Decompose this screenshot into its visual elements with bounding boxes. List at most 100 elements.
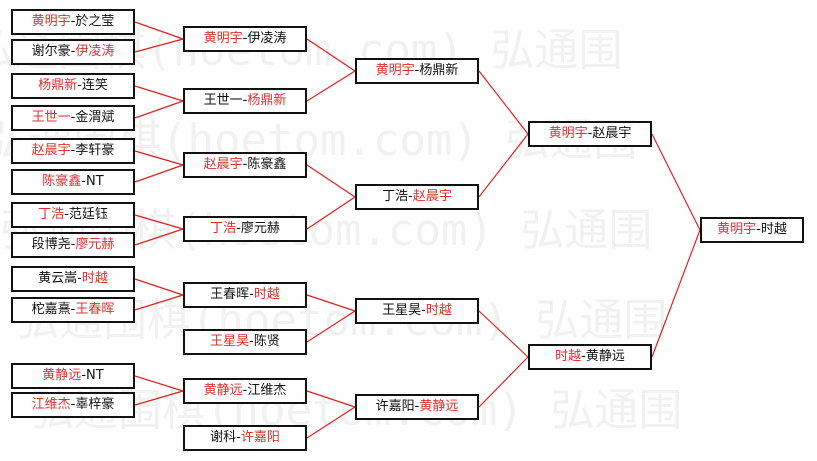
match-box: 黄静远-江维杰 (183, 378, 307, 404)
match-box: 黄明宇-时越 (700, 217, 804, 243)
separator: - (408, 189, 413, 204)
separator: - (77, 271, 82, 286)
player-name: 黄明宇 (548, 126, 588, 141)
player-name: 时越 (760, 222, 787, 237)
separator: - (236, 221, 241, 236)
player-name: 黄明宇 (375, 63, 415, 78)
separator: - (242, 31, 248, 46)
bracket-connector (134, 150, 184, 166)
player-name: 黄明宇 (203, 31, 243, 46)
separator: - (581, 349, 586, 364)
player-name: 杨鼎新 (38, 78, 78, 93)
player-name: 王世一 (203, 93, 243, 108)
player-name: 江维杰 (31, 397, 71, 412)
player-name: 金渭斌 (75, 110, 115, 125)
bracket-connector (651, 133, 701, 231)
bracket-connector (134, 294, 184, 311)
player-name: 谢尔豪 (31, 44, 71, 59)
match-box: 柁嘉熹-王春晖 (11, 297, 135, 323)
match-box: 段博尧-廖元赫 (11, 232, 135, 258)
player-name: 丁浩 (382, 189, 409, 204)
match-box: 杨鼎新-连笑 (11, 73, 135, 99)
separator: - (70, 110, 76, 125)
bracket-connector (306, 310, 356, 343)
player-name: 柁嘉熹 (31, 302, 71, 317)
match-box: 黄明宇-赵晨宇 (528, 121, 652, 147)
player-name: 王春晖 (210, 287, 250, 302)
player-name: 时越 (425, 303, 452, 318)
separator: - (70, 44, 76, 59)
bracket-connector (134, 375, 184, 392)
player-name: 陈贤 (253, 334, 280, 349)
bracket-connector (134, 38, 184, 53)
player-name: 杨鼎新 (419, 63, 459, 78)
match-box: 陈豪鑫-NT (11, 169, 135, 195)
player-name: 时越 (253, 287, 280, 302)
player-name: 赵晨宇 (31, 143, 71, 158)
player-name: 黄静远 (585, 349, 625, 364)
player-name: 赵晨宇 (592, 126, 632, 141)
match-box: 黄明宇-杨鼎新 (355, 58, 479, 84)
player-name: 许嘉阳 (240, 430, 280, 445)
match-box: 王星昊-陈贤 (183, 329, 307, 355)
match-box: 许嘉阳-黄静远 (355, 394, 479, 420)
player-name: 黄明宇 (717, 222, 757, 237)
separator: - (70, 302, 76, 317)
separator: - (587, 126, 593, 141)
match-box: 黄明宇-於之莹 (11, 9, 135, 35)
match-box: 丁浩-范廷钰 (11, 202, 135, 228)
separator: - (756, 222, 761, 237)
separator: - (242, 157, 248, 172)
bracket-connector (478, 310, 529, 358)
bracket-connector (134, 390, 184, 406)
separator: - (242, 383, 248, 398)
player-name: 伊凌涛 (247, 31, 287, 46)
separator: - (77, 78, 82, 93)
bracket-connector (651, 229, 701, 358)
match-box: 谢科-许嘉阳 (183, 425, 307, 451)
player-name: 赵晨宇 (203, 157, 243, 172)
bracket-connector (134, 278, 184, 296)
match-box: 时越-黄静远 (528, 344, 652, 370)
separator: - (249, 334, 254, 349)
player-name: 丁浩 (210, 221, 237, 236)
bracket-connector (478, 133, 529, 198)
bracket-connector (306, 164, 356, 198)
separator: - (242, 93, 248, 108)
player-name: 杨鼎新 (247, 93, 287, 108)
separator: - (70, 14, 76, 29)
player-name: 陈豪鑫 (42, 174, 82, 189)
player-name: 江维杰 (247, 383, 287, 398)
player-name: 廖元赫 (240, 221, 280, 236)
match-box: 黄云嵩-时越 (11, 266, 135, 292)
match-box: 丁浩-廖元赫 (183, 216, 307, 242)
separator: - (64, 207, 69, 222)
player-name: 李轩豪 (75, 143, 115, 158)
match-box: 王世一-杨鼎新 (183, 88, 307, 114)
match-box: 王星昊-时越 (355, 298, 479, 324)
separator: - (236, 430, 241, 445)
player-name: 许嘉阳 (375, 399, 415, 414)
separator: - (414, 63, 420, 78)
separator: - (81, 174, 87, 189)
player-name: 谢科 (210, 430, 237, 445)
match-box: 黄明宇-伊凌涛 (183, 26, 307, 52)
separator: - (81, 368, 87, 383)
bracket-connector (306, 390, 356, 408)
player-name: 时越 (555, 349, 582, 364)
bracket-connector (306, 406, 356, 439)
bracket-connector (478, 70, 529, 135)
player-name: 王星昊 (210, 334, 250, 349)
bracket-connector (306, 294, 356, 312)
player-name: 段博尧 (31, 237, 71, 252)
bracket-connector (134, 164, 184, 183)
match-box: 江维杰-辜梓豪 (11, 392, 135, 418)
player-name: NT (86, 368, 104, 383)
player-name: 赵晨宇 (412, 189, 452, 204)
bracket-connector (134, 214, 184, 230)
player-name: 王星昊 (382, 303, 422, 318)
player-name: 於之莹 (75, 14, 115, 29)
match-box: 丁浩-赵晨宇 (355, 184, 479, 210)
match-box: 赵晨宇-陈豪鑫 (183, 152, 307, 178)
